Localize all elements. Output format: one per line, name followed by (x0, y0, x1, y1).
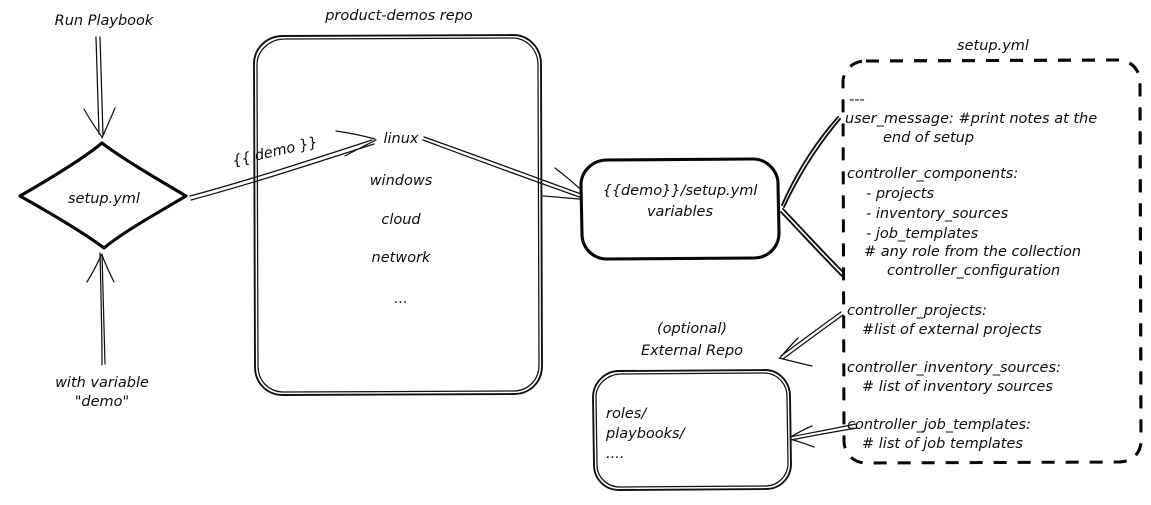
external-repo-title-line1: (optional) (657, 321, 727, 337)
with-variable-arrow (86, 252, 115, 366)
setup-yml-line-5: - inventory_sources (866, 206, 1009, 222)
edge-setupyml-box-to-variables-top (781, 116, 841, 208)
setup-yml-line-11: controller_inventory_sources: (847, 360, 1061, 376)
setup-yml-line-3: controller_components: (847, 166, 1018, 182)
with-variable-line1: with variable (55, 375, 149, 391)
repo-item-windows: windows (370, 173, 433, 189)
setup-yml-line-8: controller_configuration (887, 263, 1060, 279)
setup-yml-line-7: # any role from the collection (864, 244, 1081, 260)
repo-item-cloud: cloud (381, 212, 421, 228)
external-repo-item-playbooks: playbooks/ (605, 426, 687, 442)
setup-yml-box-title: setup.yml (957, 38, 1029, 54)
external-repo-title-line2: External Repo (641, 343, 743, 359)
product-demos-repo-box (253, 34, 543, 396)
start-node-diamond (18, 141, 188, 250)
repo-item-linux: linux (383, 131, 418, 147)
repo-item-network: network (372, 250, 431, 266)
repo-item-ellipsis: ... (394, 291, 408, 307)
setup-yml-line-6: - job_templates (866, 226, 979, 242)
edge-setupyml-to-linux (189, 130, 377, 201)
run-playbook-label: Run Playbook (55, 13, 154, 29)
setup-yml-line-1: user_message: #print notes at the (845, 111, 1097, 127)
edge-projects-to-external-repo (778, 311, 844, 367)
setup-yml-line-10: #list of external projects (862, 322, 1042, 338)
setup-yml-line-9: controller_projects: (847, 303, 987, 319)
variables-box-line1: {{demo}}/setup.yml (603, 183, 758, 199)
edge-setupyml-box-to-variables-bottom (780, 208, 845, 277)
setup-yml-line-4: - projects (866, 186, 934, 202)
external-repo-item-ellipsis: .... (606, 446, 624, 462)
setup-yml-line-12: # list of inventory sources (862, 379, 1053, 395)
variables-box-line2: variables (647, 204, 713, 220)
external-repo-item-roles: roles/ (606, 406, 648, 422)
external-repo-box (592, 369, 792, 491)
repo-box-title: product-demos repo (324, 8, 473, 24)
setup-yml-line-2: end of setup (883, 130, 974, 146)
variables-box (579, 157, 781, 261)
setup-yml-dashed-box (841, 58, 1143, 465)
setup-yml-line-14: # list of job templates (862, 436, 1023, 452)
with-variable-line2: "demo" (75, 394, 129, 410)
start-node-label: setup.yml (68, 191, 140, 207)
run-playbook-arrow (83, 36, 116, 139)
setup-yml-line-0: --- (849, 92, 865, 108)
setup-yml-line-13: controller_job_templates: (847, 417, 1031, 433)
